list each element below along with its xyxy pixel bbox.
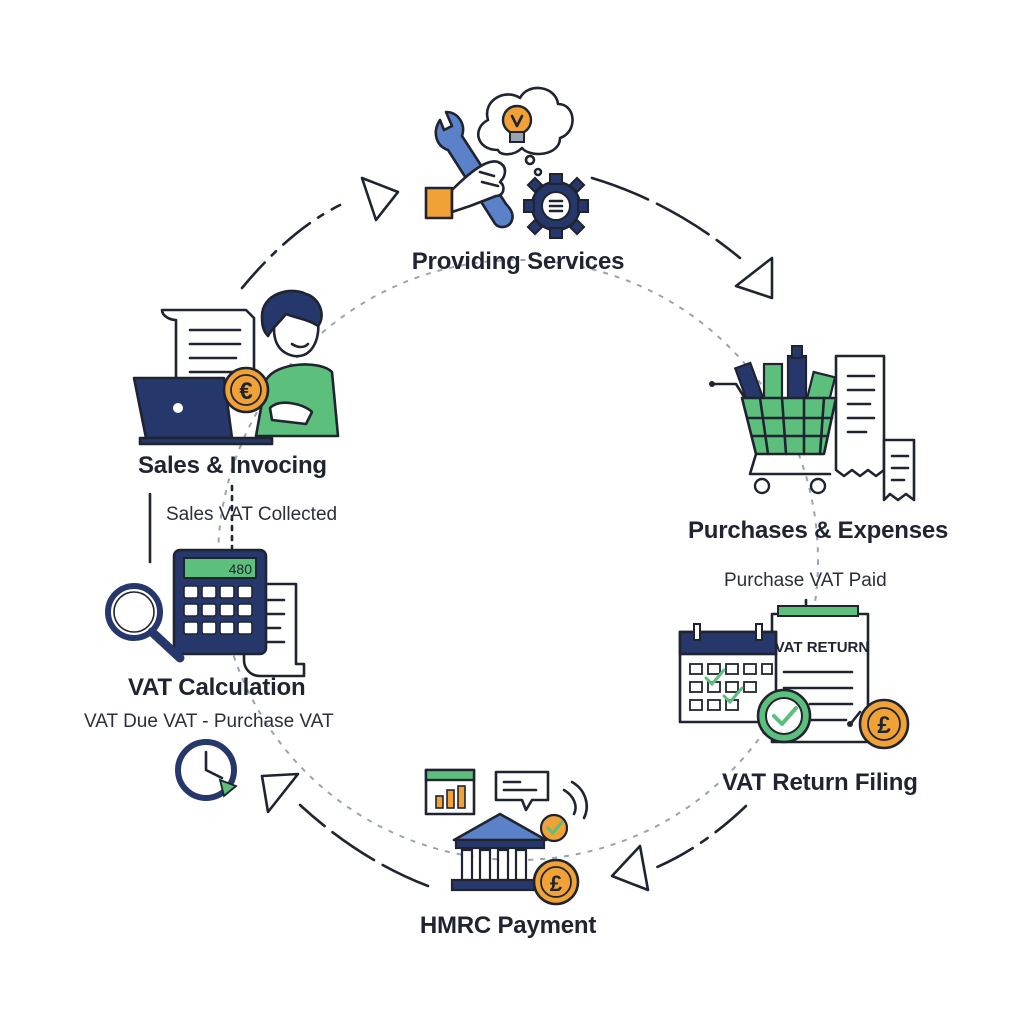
stage-note-sales-vat-collected: Sales VAT Collected xyxy=(166,504,338,525)
calculator-icon: 480 xyxy=(172,548,268,656)
tag-icon xyxy=(539,813,569,843)
clock-icon xyxy=(175,739,238,801)
calendar-icon xyxy=(678,623,778,724)
pound-symbol: £ xyxy=(877,712,891,739)
arrowhead-bottom-right xyxy=(610,844,650,892)
stage-note-vat-due: VAT Due VAT - Purchase VAT xyxy=(84,711,334,732)
stage-title-purchases-expenses: Purchases & Expenses xyxy=(688,517,949,544)
providing-services-icon-group xyxy=(424,86,589,239)
bank-icon xyxy=(450,812,550,892)
stage-note-purchase-vat-paid: Purchase VAT Paid xyxy=(724,570,887,591)
pound-coin-icon: £ xyxy=(847,698,910,750)
arrowhead-top-right xyxy=(734,256,774,300)
stage-title-providing-services: Providing Services xyxy=(411,248,625,275)
check-badge-icon xyxy=(756,688,812,744)
person-icon xyxy=(254,289,340,438)
vat-return-document-label: VAT RETURN xyxy=(775,639,869,656)
cycle-arrows xyxy=(148,176,808,892)
stage-title-vat-return-filing: VAT Return Filing xyxy=(722,769,918,796)
vat-return-icon-group: £ xyxy=(678,605,910,750)
shopping-cart-icon xyxy=(709,381,838,495)
gear-icon xyxy=(523,173,589,239)
stage-title-sales-invoicing: Sales & Invocing xyxy=(138,452,327,479)
lightbulb-icon xyxy=(477,86,574,177)
euro-symbol: € xyxy=(239,378,252,405)
euro-coin-icon: € xyxy=(222,366,270,414)
purchases-icon-group xyxy=(709,345,916,502)
hand-icon xyxy=(424,160,507,220)
calculator-display: 480 xyxy=(229,561,253,577)
arrowhead-bottom-left xyxy=(260,772,300,814)
magnifier-icon xyxy=(105,583,185,663)
laptop-icon xyxy=(132,376,274,446)
chat-bubble-icon xyxy=(494,770,588,820)
sales-icon-group: € xyxy=(132,289,340,446)
bar-chart-icon xyxy=(424,768,476,816)
stage-title-vat-calculation: VAT Calculation xyxy=(128,674,306,701)
vat-calculation-icon-group: 480 xyxy=(105,548,306,801)
hmrc-payment-icon-group: £ xyxy=(424,768,588,906)
pound-coin-icon: £ xyxy=(532,858,580,906)
arrowhead-top-left xyxy=(360,176,400,222)
pound-symbol: £ xyxy=(550,871,563,896)
receipt-icon xyxy=(834,354,916,502)
stage-title-hmrc-payment: HMRC Payment xyxy=(419,912,597,939)
